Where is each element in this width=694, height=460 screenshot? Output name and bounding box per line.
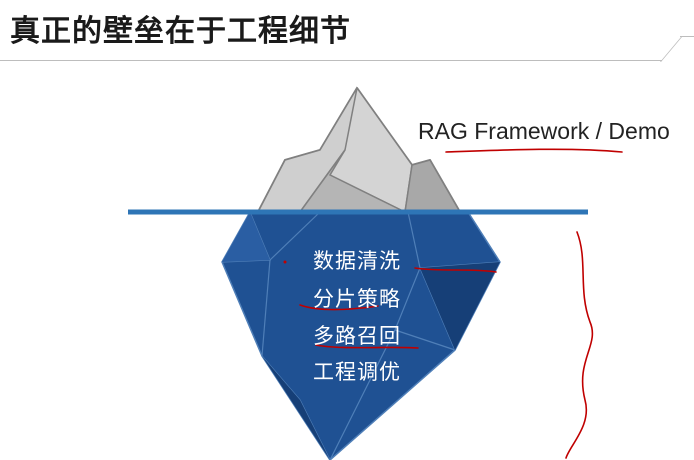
underline-top-label xyxy=(445,148,623,153)
underline-item-3 xyxy=(315,344,419,349)
iceberg-underwater xyxy=(221,211,501,460)
above-water-label: RAG Framework / Demo xyxy=(418,118,670,144)
iceberg-peak xyxy=(256,86,462,214)
annotation-marks xyxy=(283,148,623,459)
side-brace xyxy=(565,231,594,459)
dot-mark xyxy=(283,260,287,264)
below-water-item-multi-recall: 多路召回 xyxy=(313,324,401,348)
underline-item-1 xyxy=(414,267,497,273)
page-title: 真正的壁垒在于工程细节 xyxy=(10,14,351,49)
title-divider-corner xyxy=(680,36,694,37)
title-divider xyxy=(0,60,662,61)
below-water-item-tuning: 工程调优 xyxy=(313,360,401,384)
below-water-item-data-cleaning: 数据清洗 xyxy=(313,249,401,273)
below-water-item-chunking: 分片策略 xyxy=(313,287,401,311)
title-bar: 真正的壁垒在于工程细节 xyxy=(0,0,694,62)
underline-item-2 xyxy=(299,304,379,311)
